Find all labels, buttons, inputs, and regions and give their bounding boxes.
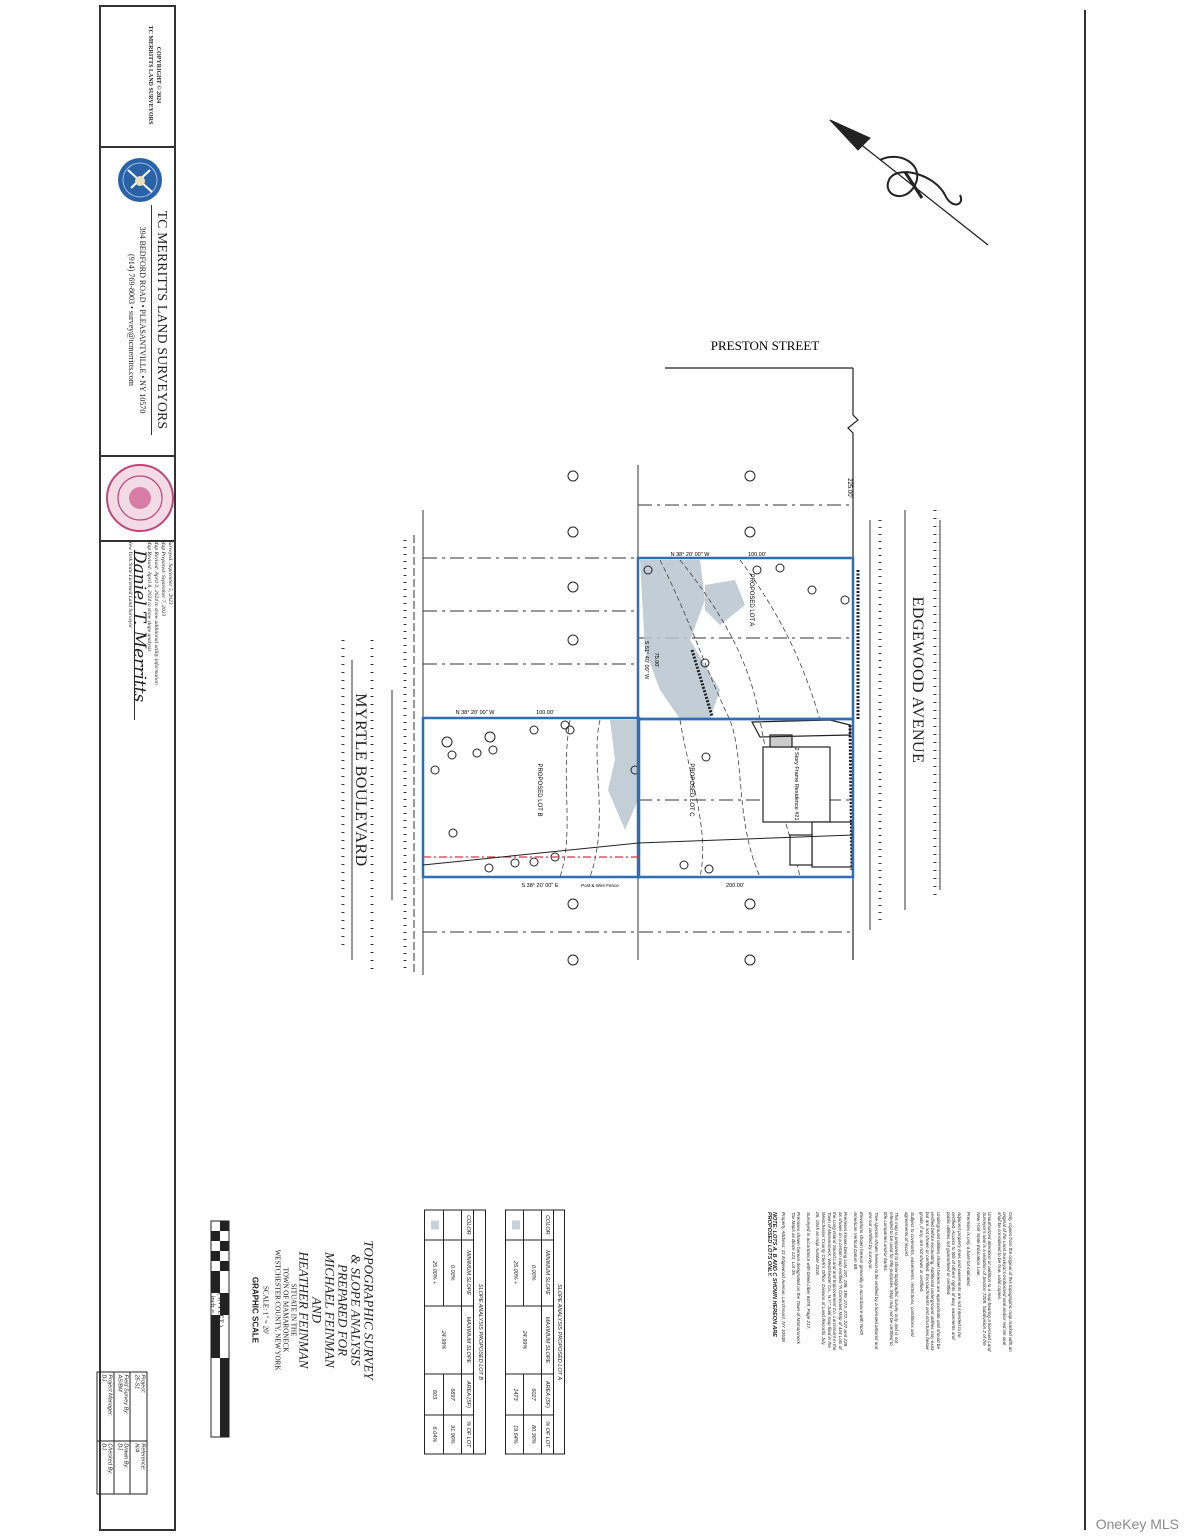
situate-line: WESTCHESTER COUNTY, NEW YORK [273, 1249, 282, 1371]
map-title-line: & SLOPE ANALYSIS [348, 1254, 364, 1366]
map-title-line: PREPARED FOR [335, 1264, 351, 1356]
preston-distance-label: 225.00' [846, 478, 852, 498]
note: Tree species shown hereon to be verified… [868, 1212, 879, 1350]
table-title: SLOPE ANALYSIS PROPOSED LOT B [473, 1210, 486, 1454]
situate-line: TOWN OF MAMARONECK [281, 1267, 290, 1353]
edgewood-avenue-lines [869, 510, 941, 930]
color-swatch [449, 1220, 458, 1230]
note: Premises is only a bare lot indicated. [966, 1212, 972, 1287]
graphic-scale-label: GRAPHIC SCALE [250, 1276, 260, 1344]
color-swatch [511, 1220, 520, 1230]
table-header: MAXIMUM SLOPE [541, 1305, 554, 1375]
map-title-line: TOPOGRAPHIC SURVEY [361, 1240, 377, 1380]
lot-b-label: PROPOSED LOT B [536, 764, 542, 817]
note: This map is prepared to show topographic… [883, 1212, 900, 1346]
note: Elevations shown hereon generally in acc… [852, 1212, 864, 1336]
table-header: MINIMUM SLOPE [461, 1239, 474, 1306]
color-swatch [529, 1220, 538, 1230]
table-header: % OF LOT [461, 1414, 474, 1454]
title-block-divider [99, 146, 176, 148]
map-title-block: TOPOGRAPHIC SURVEY & SLOPE ANALYSIS PREP… [201, 1180, 377, 1440]
table-title: SLOPE ANALYSIS PROPOSED LOT A [553, 1210, 565, 1454]
tax-lot-circles [567, 470, 756, 966]
residence-label: 2 Story Frame Residence #21 [793, 747, 799, 820]
note: Property Address: 21 Edgewood Avenue, La… [781, 1212, 786, 1342]
note: Only copies from the original of this to… [996, 1212, 1013, 1352]
note: Premises known being Lots 197, 198, 199,… [815, 1212, 849, 1351]
distance-label: 100.00' [748, 552, 766, 558]
lot-a-label: PROPOSED LOT A [748, 574, 754, 627]
steep-slope-areas [608, 560, 745, 830]
bearing-label: N 38° 20' 00" W [671, 552, 711, 558]
preston-street-label: PRESTON STREET [711, 338, 820, 353]
bearing-label: N 38° 20' 00" W [456, 710, 496, 716]
situate-line: SITUATE IN THE [289, 1283, 298, 1337]
map-title-line: MICHAEL FEINMAN [322, 1252, 338, 1368]
color-swatch [430, 1220, 439, 1230]
title-block-border-left [99, 5, 101, 1531]
residence-footprint [751, 719, 853, 868]
title-block-divider [99, 5, 176, 7]
table-header: MINIMUM SLOPE [541, 1239, 554, 1306]
lot-c-label: PROPOSED LOT C [688, 763, 694, 817]
survey-notes: Only copies from the original of this to… [603, 1212, 1013, 1352]
note-proposed-lots: NOTE: LOTS A, B AND C SHOWN HEREON ARE P… [765, 1212, 778, 1337]
proposed-lot-c-boundary [636, 717, 855, 879]
title-block-border-right [174, 5, 176, 1531]
bearing-label: S 51° 40' 00" W [643, 641, 649, 680]
table-header: % OF LOT [541, 1414, 554, 1454]
table-header: COLOR [461, 1210, 474, 1240]
scale-label: SCALE: 1" = 20' [261, 1286, 270, 1334]
map-title-line: AND [309, 1297, 325, 1323]
map-title-line: HEATHER FEINMAN [296, 1251, 312, 1369]
note: Subject to covenants, easements, restric… [904, 1212, 915, 1337]
scale-ratio: 1 inch = 20 ft. [208, 1290, 217, 1330]
title-block-divider [99, 540, 176, 542]
bearing-label: S 38° 20' 00" E [521, 883, 558, 889]
fence-line [637, 834, 854, 844]
proposed-lot-b-boundary [421, 716, 641, 879]
proposed-lot-boundaries [421, 556, 855, 879]
sheet-border-right [1084, 10, 1086, 1530]
table-header: AREA (SF) [541, 1374, 554, 1415]
tree-symbols [430, 563, 850, 874]
preston-street-line [665, 367, 859, 960]
fence-line [422, 842, 639, 866]
title-block-divider [99, 455, 176, 457]
distance-label: 200.00' [726, 883, 744, 889]
table-header: AREA (SF) [461, 1374, 474, 1415]
note: Unauthorized alteration or addition to a… [976, 1212, 993, 1352]
north-arrow-icon [829, 119, 989, 246]
note: Adjacent property lines and easements ar… [945, 1212, 962, 1340]
note: Surveyed in accordance with Deed Liber 8… [805, 1212, 811, 1330]
table-header: COLOR [541, 1210, 554, 1240]
distance-label: 100.00' [536, 710, 554, 716]
watermark: OneKey MLS [1095, 1516, 1179, 1532]
table-header: MAXIMUM SLOPE [461, 1305, 474, 1375]
distance-label: 75.00' [653, 653, 659, 668]
note: Underground utilities shown hereon are a… [919, 1212, 942, 1351]
scale-units: ( IN FEET ) [216, 1293, 225, 1327]
note: Premises shown hereon designated on the … [790, 1212, 802, 1345]
stone-walls [690, 570, 860, 871]
edgewood-avenue-label: EDGEWOOD AVENUE [909, 596, 926, 764]
myrtle-boulevard-label: MYRTLE BOULEVARD [352, 693, 369, 867]
graphic-scale-bar [210, 1220, 230, 1438]
fence-label: Post & Wire Fence [581, 883, 619, 888]
title-block-divider [99, 1529, 176, 1531]
